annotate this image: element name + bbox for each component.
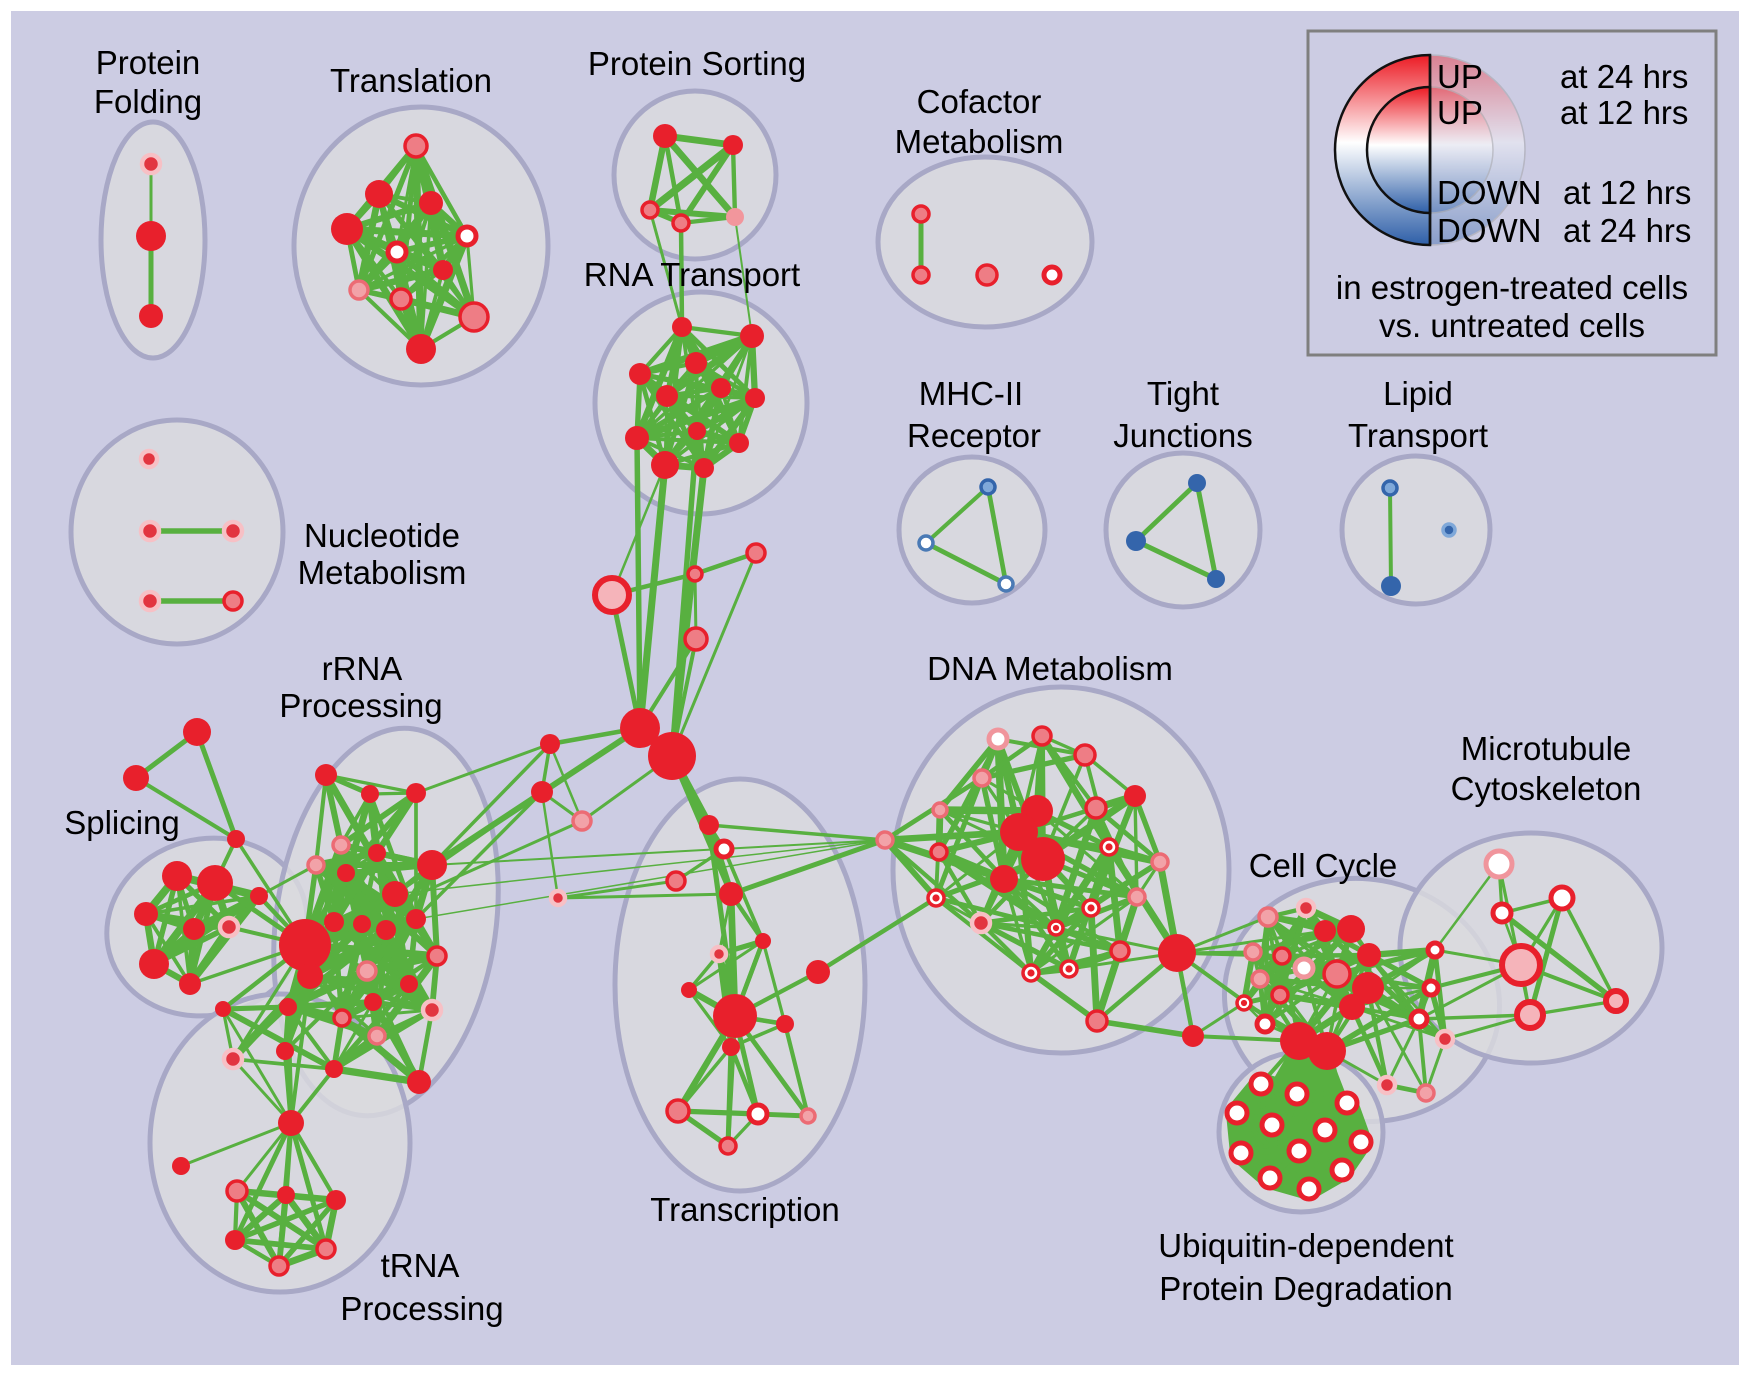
svg-text:DOWN: DOWN (1437, 174, 1541, 211)
svg-text:Translation: Translation (330, 62, 492, 99)
svg-text:DOWN: DOWN (1437, 212, 1541, 249)
svg-text:RNA Transport: RNA Transport (584, 256, 800, 293)
svg-text:Protein Sorting: Protein Sorting (588, 45, 806, 82)
svg-text:Receptor: Receptor (907, 417, 1041, 454)
svg-text:UP: UP (1437, 94, 1483, 131)
svg-text:tRNA: tRNA (381, 1247, 460, 1284)
svg-text:in estrogen-treated cells: in estrogen-treated cells (1336, 269, 1688, 306)
svg-text:Processing: Processing (279, 687, 442, 724)
svg-text:Protein Degradation: Protein Degradation (1159, 1270, 1453, 1307)
svg-text:Lipid: Lipid (1383, 375, 1453, 412)
svg-text:Microtubule: Microtubule (1461, 730, 1632, 767)
svg-text:Protein: Protein (96, 44, 201, 81)
svg-text:Metabolism: Metabolism (895, 123, 1064, 160)
svg-text:Splicing: Splicing (64, 804, 180, 841)
svg-text:at 24 hrs: at 24 hrs (1563, 212, 1691, 249)
svg-text:Transcription: Transcription (650, 1191, 840, 1228)
svg-text:Tight: Tight (1147, 375, 1219, 412)
svg-text:UP: UP (1437, 58, 1483, 95)
svg-text:at 12 hrs: at 12 hrs (1563, 174, 1691, 211)
svg-text:Cell Cycle: Cell Cycle (1249, 847, 1398, 884)
svg-text:DNA Metabolism: DNA Metabolism (927, 650, 1173, 687)
svg-text:Metabolism: Metabolism (298, 554, 467, 591)
svg-text:at 24 hrs: at 24 hrs (1560, 58, 1688, 95)
svg-text:MHC-II: MHC-II (919, 375, 1023, 412)
svg-text:Transport: Transport (1348, 417, 1488, 454)
svg-text:rRNA: rRNA (322, 650, 403, 687)
svg-text:Processing: Processing (340, 1290, 503, 1327)
svg-text:Junctions: Junctions (1113, 417, 1252, 454)
svg-text:vs. untreated cells: vs. untreated cells (1379, 307, 1645, 344)
svg-text:Folding: Folding (94, 83, 202, 120)
svg-text:Cytoskeleton: Cytoskeleton (1451, 770, 1642, 807)
svg-text:at 12 hrs: at 12 hrs (1560, 94, 1688, 131)
svg-text:Ubiquitin-dependent: Ubiquitin-dependent (1158, 1227, 1453, 1264)
svg-text:Nucleotide: Nucleotide (304, 517, 460, 554)
svg-text:Cofactor: Cofactor (917, 83, 1042, 120)
